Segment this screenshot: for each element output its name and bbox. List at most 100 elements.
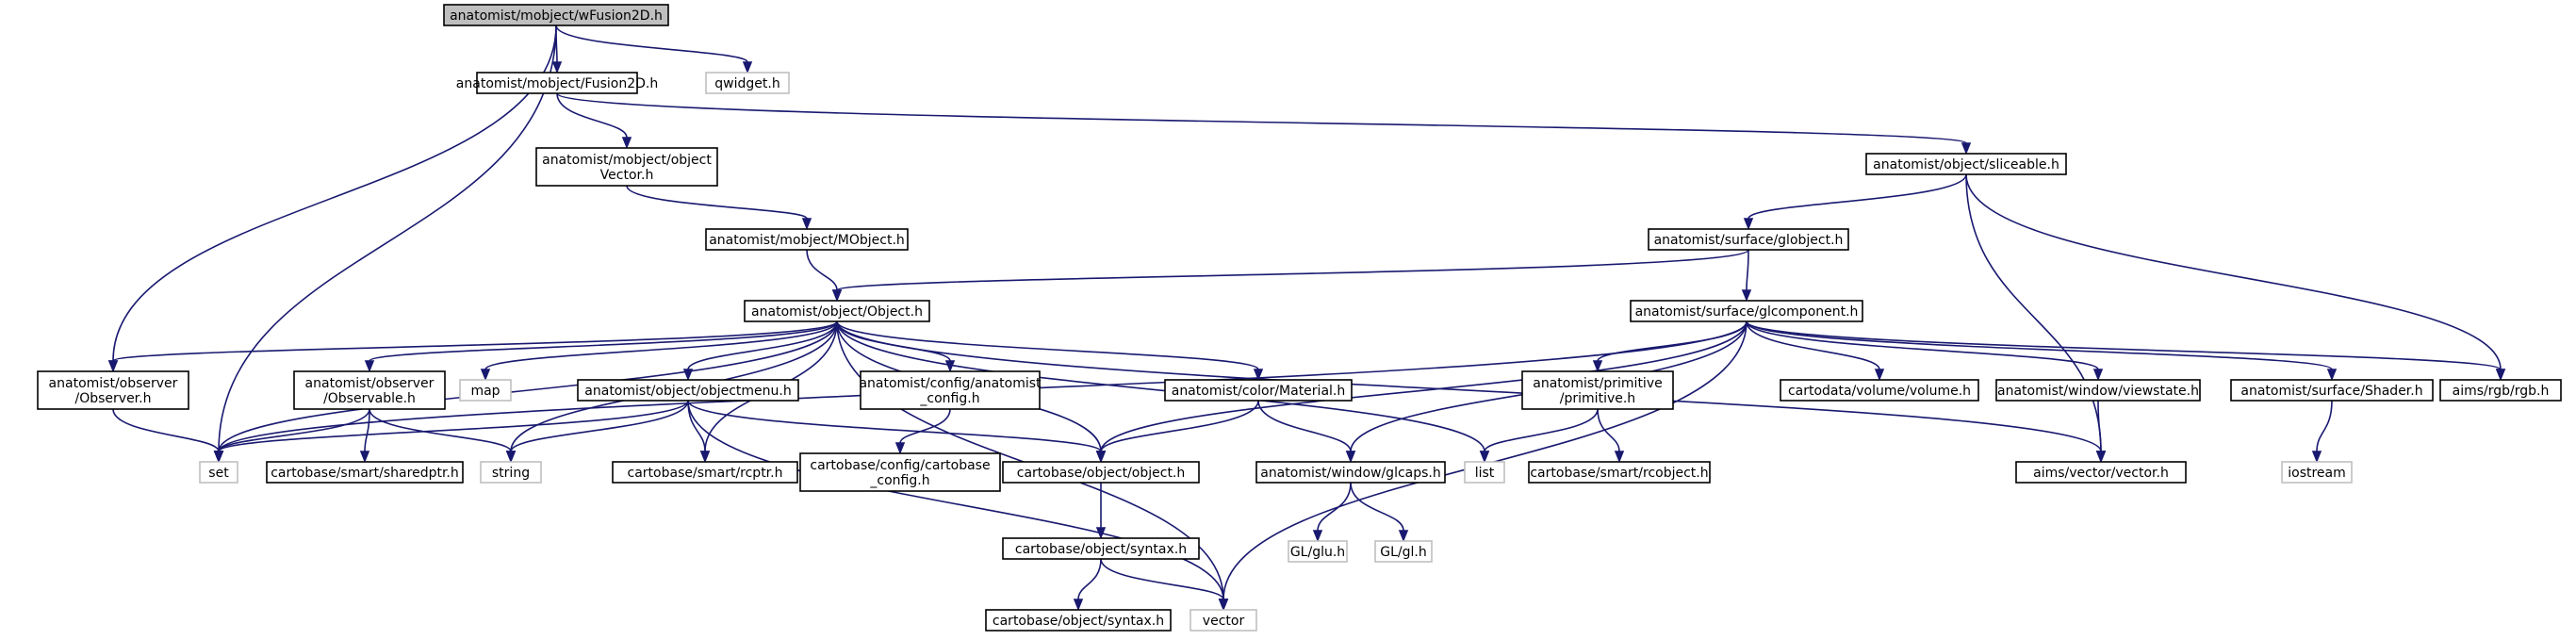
edges (107, 25, 2506, 612)
node-glcaps: anatomist/window/glcaps.h (1255, 461, 1446, 484)
edge-material-to-cbobject (1095, 400, 1259, 464)
node-box-glu (1288, 540, 1348, 563)
node-label-string: string (492, 466, 530, 481)
node-box-list (1464, 461, 1505, 484)
node-label-cartobaseconfig: _config.h (869, 473, 929, 488)
node-label-viewstate: anatomist/window/viewstate.h (1997, 384, 2199, 399)
node-label-vector: vector (1203, 614, 1245, 629)
node-rcobject: cartobase/smart/rcobject.h (1528, 461, 1711, 484)
node-glcomponent: anatomist/surface/glcomponent.h (1630, 300, 1863, 322)
edge-objectmenu-to-set (213, 400, 689, 464)
node-sliceable: anatomist/object/sliceable.h (1865, 153, 2067, 175)
node-box-objecth (744, 300, 930, 322)
node-mobject: anatomist/mobject/MObject.h (705, 228, 909, 251)
node-box-wfusion2d (443, 4, 669, 26)
node-box-objectvector (535, 147, 718, 187)
node-globject: anatomist/surface/globject.h (1648, 228, 1849, 251)
node-box-gl (1374, 540, 1433, 563)
node-primitive: anatomist/primitive/primitive.h (1521, 370, 1674, 410)
node-label-qwidget: qwidget.h (714, 76, 779, 91)
node-syntax: cartobase/object/syntax.h (1002, 537, 1200, 560)
node-box-cbobject (1002, 461, 1200, 484)
node-label-config: anatomist/config/anatomist (859, 376, 1042, 391)
node-box-syntax (1002, 537, 1200, 560)
node-label-sharedptr: cartobase/smart/sharedptr.h (271, 466, 459, 481)
nodes: anatomist/mobject/wFusion2D.h qwidget.h an… (37, 4, 2562, 632)
node-label-objectmenu: anatomist/object/objectmenu.h (584, 384, 791, 399)
edge-objecth-to-map (480, 320, 838, 382)
node-observer: anatomist/observer/Observer.h (37, 370, 189, 410)
edge-objectmenu-to-vector (687, 400, 1229, 612)
edge-viewstate-to-vectorh (2095, 400, 2107, 464)
edge-glcomponent-to-shader (1746, 320, 2338, 382)
node-set: set (199, 461, 238, 484)
edge-objecth-to-observable (364, 320, 838, 373)
edge-cbobject-to-syntax (1095, 483, 1107, 540)
edge-fusion2d-to-sliceable (556, 92, 1972, 156)
node-label-observable: /Observable.h (323, 391, 416, 406)
node-box-iostream (2281, 461, 2353, 484)
node-label-cbobject: cartobase/object/object.h (1017, 466, 1186, 481)
node-box-config (860, 370, 1041, 410)
edge-objectvector-to-mobject (626, 185, 812, 231)
node-label-iostream: iostream (2288, 466, 2346, 481)
node-label-vectorh: aims/vector/vector.h (2033, 466, 2169, 481)
node-label-syntax2: cartobase/object/syntax.h (993, 614, 1164, 629)
node-volume: cartodata/volume/volume.h (1780, 379, 1979, 402)
node-cartobaseconfig: cartobase/config/cartobase_config.h (799, 452, 1001, 492)
node-list: list (1464, 461, 1505, 484)
edge-sliceable-to-globject (1743, 173, 1967, 231)
node-label-observer: anatomist/observer (49, 376, 178, 391)
node-box-syntax2 (985, 609, 1172, 632)
node-label-objecth: anatomist/object/Object.h (751, 304, 923, 320)
node-box-glcomponent (1630, 300, 1863, 322)
node-glu: GL/glu.h (1288, 540, 1348, 563)
node-box-qwidget (705, 72, 790, 94)
edge-glcaps-to-glu (1312, 482, 1352, 543)
edge-glcomponent-to-volume (1746, 320, 1885, 382)
node-label-objectvector: anatomist/mobject/object (542, 153, 712, 168)
edge-objecth-to-material (836, 320, 1264, 382)
edge-config-to-cartobaseconfig (894, 408, 951, 455)
node-box-globject (1648, 228, 1849, 251)
node-label-cartobaseconfig: cartobase/config/cartobase (810, 458, 990, 473)
edge-shader-to-iostream (2311, 400, 2333, 464)
node-label-syntax: cartobase/object/syntax.h (1015, 542, 1187, 557)
node-box-sliceable (1865, 153, 2067, 175)
node-box-vector (1190, 609, 1257, 632)
edge-sliceable-to-rgb (1965, 173, 2506, 382)
node-label-primitive: anatomist/primitive (1533, 376, 1662, 391)
node-label-wfusion2d: anatomist/mobject/wFusion2D.h (450, 8, 663, 24)
node-vector: vector (1190, 609, 1257, 632)
node-label-rcptr: cartobase/smart/rcptr.h (628, 466, 783, 481)
node-iostream: iostream (2281, 461, 2353, 484)
node-label-fusion2d: anatomist/mobject/Fusion2D.h (456, 76, 658, 91)
node-cbobject: cartobase/object/object.h (1002, 461, 1200, 484)
node-label-glu: GL/glu.h (1290, 545, 1345, 560)
edge-glcomponent-to-rgb (1746, 320, 2506, 382)
edge-material-to-glcaps (1257, 400, 1356, 464)
node-box-observable (293, 370, 446, 410)
node-box-rgb (2439, 379, 2562, 402)
node-box-glcaps (1255, 461, 1446, 484)
node-box-observer (37, 370, 189, 410)
node-objectmenu: anatomist/object/objectmenu.h (577, 379, 799, 402)
node-box-volume (1780, 379, 1979, 402)
edge-glcomponent-to-viewstate (1746, 320, 2104, 382)
node-box-cartobaseconfig (799, 452, 1001, 492)
node-objecth: anatomist/object/Object.h (744, 300, 930, 322)
node-box-rcobject (1528, 461, 1711, 484)
node-label-primitive: /primitive.h (1560, 391, 1635, 406)
node-sharedptr: cartobase/smart/sharedptr.h (266, 461, 464, 484)
edge-syntax-to-vector (1100, 558, 1229, 612)
node-observable: anatomist/observer/Observable.h (293, 370, 446, 410)
node-label-objectvector: Vector.h (600, 168, 654, 183)
node-box-string (480, 461, 542, 484)
node-box-material (1164, 379, 1353, 402)
node-syntax2: cartobase/object/syntax.h (985, 609, 1172, 632)
node-map: map (459, 379, 512, 402)
edge-sliceable-to-vectorh (1965, 173, 2107, 464)
node-box-set (199, 461, 238, 484)
